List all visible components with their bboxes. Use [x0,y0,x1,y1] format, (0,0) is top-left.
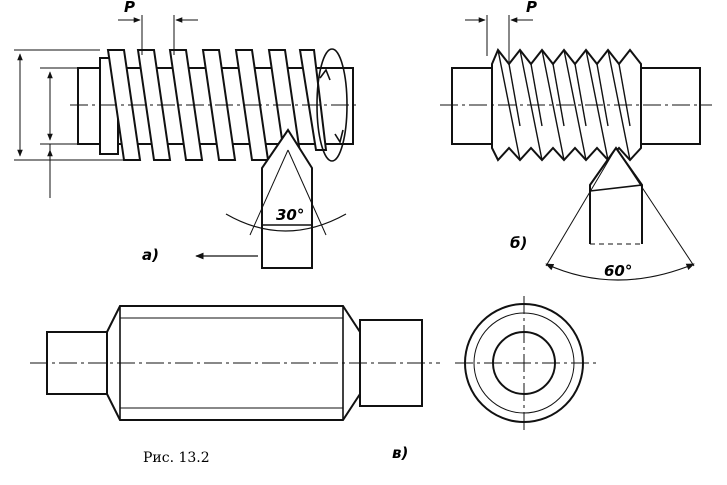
view-label-b: б) [510,234,527,252]
angle-label-a: 30° [276,206,304,224]
pitch-label-a: P [124,0,135,16]
cutting-tool-a [261,128,313,269]
angle-label-b: 60° [604,262,632,280]
view-a-square-thread [14,15,360,269]
view-v-blank [30,296,596,432]
pitch-label-b: P [526,0,537,16]
cutting-tool-b [589,146,643,244]
view-b-triangular-thread [440,15,712,281]
figure-caption: Рис. 13.2 [143,450,210,466]
view-label-a: а) [142,246,159,264]
view-label-v: в) [392,444,408,462]
